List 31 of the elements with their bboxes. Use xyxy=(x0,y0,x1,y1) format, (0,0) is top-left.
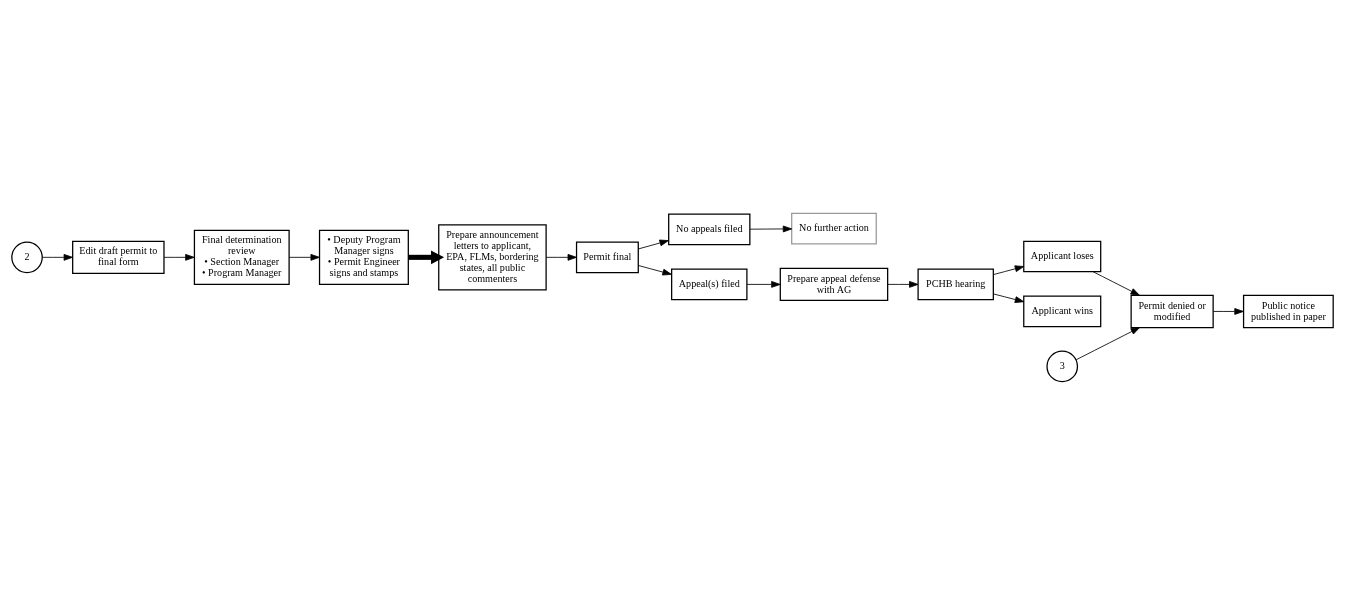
arrow xyxy=(887,280,919,288)
arrow xyxy=(545,253,577,261)
node-box: Public notice published in paper xyxy=(1242,294,1334,328)
node-box: Applicant wins xyxy=(1023,295,1102,327)
arrow xyxy=(41,253,73,261)
arrow xyxy=(993,293,1025,303)
node-box: Appeal(s) filed xyxy=(671,268,748,300)
arrow xyxy=(746,280,781,288)
node-box: PCHB hearing xyxy=(917,268,994,300)
node-box: No appeals filed xyxy=(668,213,751,245)
arrow xyxy=(1212,307,1244,315)
arrow xyxy=(749,225,793,232)
arrow xyxy=(408,250,445,264)
node-box: Permit denied or modified xyxy=(1130,294,1214,328)
arrow xyxy=(637,264,672,275)
arrow xyxy=(163,253,195,261)
node-box: Permit final xyxy=(575,241,639,273)
arrow xyxy=(288,253,320,261)
node-circle: 3 xyxy=(1046,350,1079,382)
arrow xyxy=(1092,270,1140,296)
node-box: Edit draft permit to final form xyxy=(72,240,165,274)
node-box: No further action xyxy=(791,212,877,244)
node-box: • Deputy Program Manager signs • Permit Engineer signs and stamps xyxy=(318,229,409,285)
node-circle: 2 xyxy=(11,241,43,273)
node-box: Prepare appeal defense with AG xyxy=(779,267,889,301)
node-box: Final determination review • Section Manager • Program Manager xyxy=(193,229,290,285)
arrow xyxy=(993,264,1025,275)
arrow xyxy=(637,239,669,249)
node-box: Applicant loses xyxy=(1023,240,1102,272)
node-box: Prepare announcement letters to applicant, EPA, FLMs, bordering states, all public commenters xyxy=(438,223,547,291)
arrow xyxy=(1075,326,1141,360)
